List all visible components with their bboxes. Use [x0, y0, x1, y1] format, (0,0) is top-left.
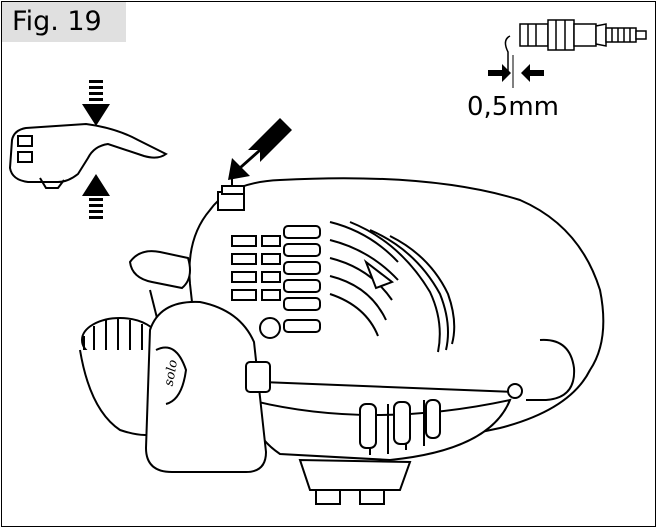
figure-label: Fig. 19 [2, 2, 126, 42]
gap-arrows-icon [488, 55, 544, 88]
spark-plug-cap [8, 122, 168, 189]
spark-plug-gap-text: 0,5mm [467, 92, 560, 122]
spark-plug-icon [504, 19, 647, 72]
pointer-arrow-icon [228, 118, 292, 180]
brand-mark: solo [162, 358, 181, 387]
cooling-grille [231, 221, 456, 353]
starter-cover [79, 250, 271, 473]
press-arrows-icon [82, 80, 110, 219]
